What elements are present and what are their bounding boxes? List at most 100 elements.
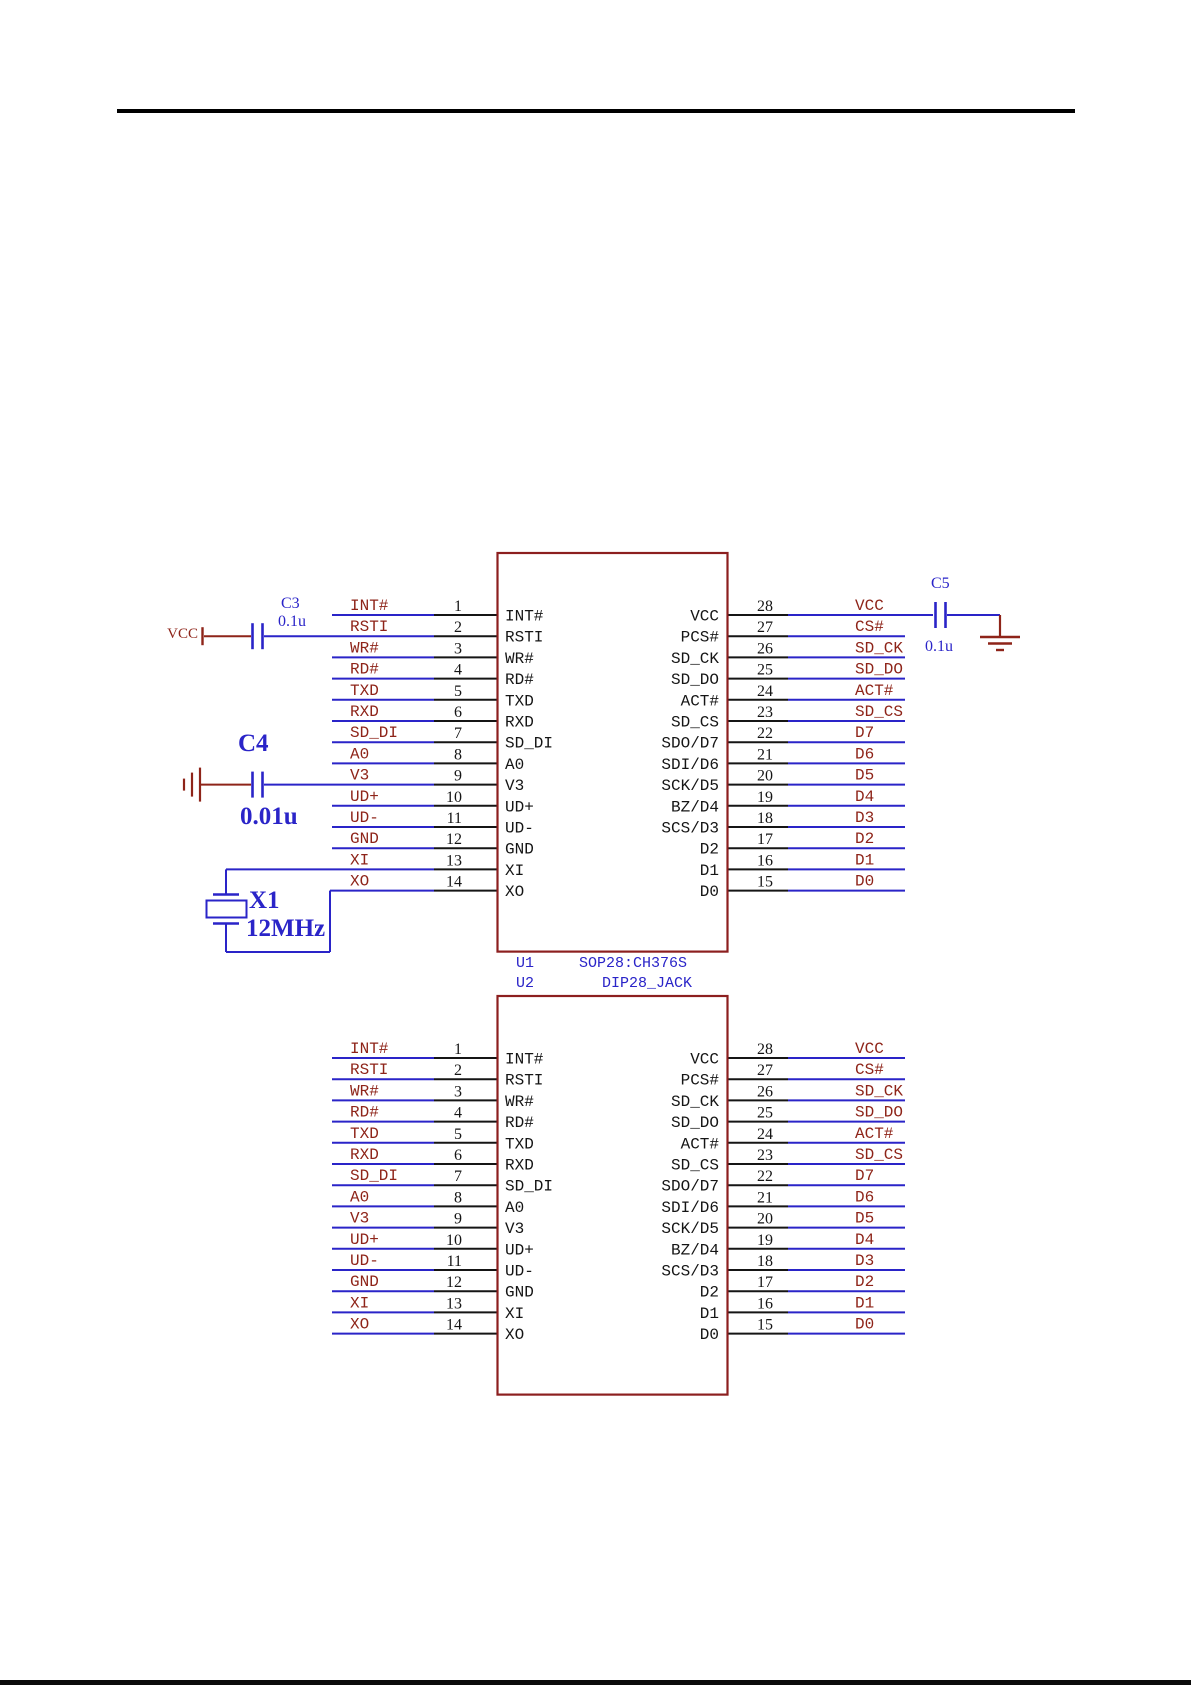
- pin-number-18: 18: [757, 1253, 773, 1270]
- pin-name-BZ-D4: BZ/D4: [671, 1241, 719, 1259]
- net-label-RSTI: RSTI: [350, 618, 388, 636]
- pin-number-26: 26: [757, 1083, 773, 1100]
- net-label-RSTI: RSTI: [350, 1061, 388, 1079]
- net-label-XI: XI: [350, 851, 369, 869]
- pin-number-4: 4: [454, 662, 462, 679]
- pin-number-22: 22: [757, 725, 773, 742]
- net-label-XO: XO: [350, 873, 369, 891]
- pin-number-16: 16: [757, 852, 773, 869]
- net-label-TXD: TXD: [350, 682, 379, 700]
- pin-number-25: 25: [757, 662, 773, 679]
- pin-name-SD_CS: SD_CS: [671, 1157, 719, 1175]
- pin-name-XI: XI: [505, 1305, 524, 1323]
- net-label-D0: D0: [855, 873, 874, 891]
- pin-name-INT#: INT#: [505, 608, 544, 626]
- net-label-A0: A0: [350, 745, 369, 763]
- net-label-V3: V3: [350, 1210, 369, 1228]
- chip-u2: 1INT#INT#2RSTIRSTI3WR#WR#4RD#RD#5TXDTXD6…: [332, 994, 905, 1396]
- pin-name-A0: A0: [505, 1199, 524, 1217]
- pin-number-8: 8: [454, 1189, 462, 1206]
- net-label-XO: XO: [350, 1316, 369, 1334]
- pin-name-PCS#: PCS#: [681, 1072, 720, 1090]
- net-label-UD+: UD+: [350, 1231, 379, 1249]
- pin-name-SDO-D7: SDO/D7: [661, 735, 719, 753]
- pin-number-6: 6: [454, 1147, 462, 1164]
- net-label-RD#: RD#: [350, 1104, 379, 1122]
- pin-number-8: 8: [454, 746, 462, 763]
- net-label-V3: V3: [350, 767, 369, 785]
- net-label-A0: A0: [350, 1188, 369, 1206]
- pin-name-SD_CS: SD_CS: [671, 714, 719, 732]
- pin-number-5: 5: [454, 683, 462, 700]
- net-label-RD#: RD#: [350, 661, 379, 679]
- pin-name-SD_DI: SD_DI: [505, 735, 553, 753]
- crystal-body: [205, 899, 248, 919]
- pin-number-20: 20: [757, 1211, 773, 1228]
- c5-value: 0.1u: [925, 638, 953, 655]
- net-label-D7: D7: [855, 724, 874, 742]
- top-rule: [117, 109, 1075, 113]
- pin-number-22: 22: [757, 1168, 773, 1185]
- pin-number-14: 14: [446, 1317, 462, 1334]
- c5-designator: C5: [931, 575, 950, 592]
- pin-name-SDI-D6: SDI/D6: [661, 756, 719, 774]
- c3-value: 0.1u: [278, 613, 306, 630]
- pin-number-17: 17: [757, 831, 773, 848]
- pin-name-UD-: UD-: [505, 820, 534, 838]
- pin-name-WR#: WR#: [505, 1093, 534, 1111]
- pin-number-9: 9: [454, 1211, 462, 1228]
- pin-number-1: 1: [454, 598, 462, 615]
- net-label-UD+: UD+: [350, 788, 379, 806]
- pin-number-11: 11: [447, 810, 462, 827]
- discrete-components: [182, 602, 1020, 953]
- pin-name-ACT#: ACT#: [681, 1135, 720, 1153]
- pin-name-ACT#: ACT#: [681, 692, 720, 710]
- net-label-D6: D6: [855, 1188, 874, 1206]
- net-label-D4: D4: [855, 1231, 874, 1249]
- pin-name-SDI-D6: SDI/D6: [661, 1199, 719, 1217]
- pin-number-21: 21: [757, 1189, 773, 1206]
- pin-name-SCK-D5: SCK/D5: [661, 1220, 719, 1238]
- net-label-UD-: UD-: [350, 1252, 379, 1270]
- crystal-x1: [205, 869, 331, 953]
- pin-name-D0: D0: [700, 1326, 719, 1344]
- capacitor-c4: [182, 767, 264, 802]
- pin-number-20: 20: [757, 768, 773, 785]
- pin-name-SCS-D3: SCS/D3: [661, 1263, 719, 1281]
- pin-name-INT#: INT#: [505, 1051, 544, 1069]
- pin-name-RSTI: RSTI: [505, 1072, 543, 1090]
- net-label-D5: D5: [855, 1210, 874, 1228]
- pin-number-17: 17: [757, 1274, 773, 1291]
- net-label-SD_CK: SD_CK: [855, 639, 903, 657]
- c4-designator: C4: [238, 730, 269, 757]
- pin-name-PCS#: PCS#: [681, 629, 720, 647]
- vcc-power-port-label: VCC: [167, 626, 198, 642]
- ground-symbol: [980, 615, 1020, 652]
- pin-name-SCK-D5: SCK/D5: [661, 777, 719, 795]
- pin-number-21: 21: [757, 746, 773, 763]
- pin-number-12: 12: [446, 831, 462, 848]
- capacitor-c3: [201, 623, 264, 650]
- c3-designator: C3: [281, 595, 300, 612]
- pin-number-18: 18: [757, 810, 773, 827]
- net-label-GND: GND: [350, 830, 379, 848]
- net-label-TXD: TXD: [350, 1125, 379, 1143]
- pin-name-BZ-D4: BZ/D4: [671, 798, 719, 816]
- u2-designator: U2: [516, 975, 535, 992]
- pin-name-SD_DO: SD_DO: [671, 1114, 719, 1132]
- pin-name-SD_DO: SD_DO: [671, 671, 719, 689]
- ic-body-u1: [496, 551, 729, 953]
- pin-name-VCC: VCC: [690, 608, 719, 626]
- pin-number-1: 1: [454, 1041, 462, 1058]
- pin-name-XO: XO: [505, 883, 524, 901]
- ic-body-u2: [496, 994, 729, 1396]
- x1-value: 12MHz: [246, 915, 326, 942]
- pin-number-24: 24: [757, 683, 773, 700]
- net-label-D4: D4: [855, 788, 874, 806]
- pin-number-9: 9: [454, 768, 462, 785]
- pin-number-19: 19: [757, 1232, 773, 1249]
- pin-number-3: 3: [454, 640, 462, 657]
- chip-u1: 1INT#INT#2RSTIRSTI3WR#WR#4RD#RD#5TXDTXD6…: [226, 551, 933, 953]
